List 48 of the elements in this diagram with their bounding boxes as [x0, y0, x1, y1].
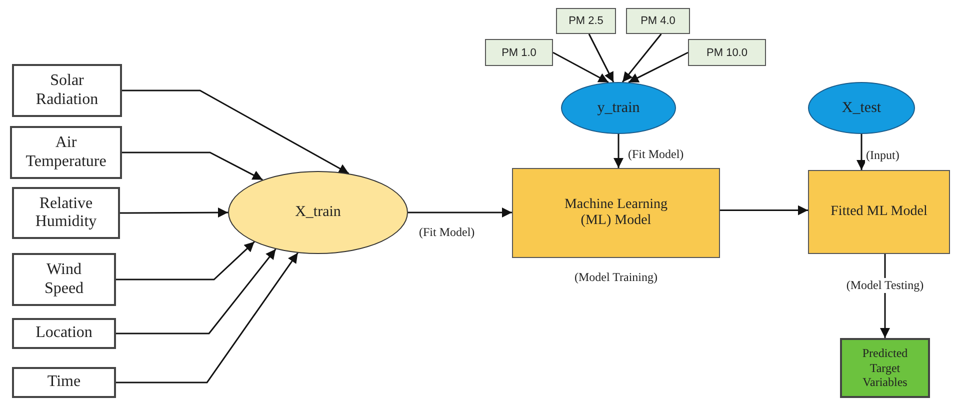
arrow	[622, 34, 662, 83]
arrow	[588, 34, 614, 82]
node-label: Time	[47, 373, 81, 392]
node-label: PM 4.0	[640, 15, 676, 27]
output-box	[840, 338, 930, 398]
arrow	[116, 248, 276, 334]
target-variable-box	[556, 8, 616, 34]
node-label: X_train	[295, 204, 341, 221]
caption-text: (Model Training)	[574, 270, 658, 285]
node-label: X_test	[842, 100, 882, 116]
input-variable-box	[12, 367, 116, 398]
input-variable-box	[12, 64, 122, 117]
node-label: Wind Speed	[43, 261, 85, 298]
arrow	[120, 208, 228, 218]
model-box	[808, 170, 950, 254]
input-variable-box	[10, 126, 122, 179]
node-label: Air Temperature	[26, 134, 106, 171]
node-label: Predicted Target Variables	[861, 346, 909, 390]
arrow	[122, 90, 350, 174]
node-label: Machine Learning (ML) Model	[563, 197, 668, 229]
target-variable-box	[485, 39, 553, 66]
arrow	[552, 52, 609, 84]
edge-label: (Fit Model)	[418, 225, 476, 240]
node-label: PM 1.0	[502, 46, 536, 58]
arrow	[408, 208, 512, 218]
input-variable-box	[12, 253, 116, 306]
node-label: Location	[36, 324, 92, 343]
arrow	[614, 134, 624, 168]
arrow	[856, 134, 866, 170]
edge-label: (Model Testing)	[845, 278, 925, 293]
arrow	[628, 52, 688, 84]
node-label: PM 10.0	[706, 46, 748, 58]
arrow	[116, 252, 298, 384]
node-label: Fitted ML Model	[830, 204, 928, 220]
target-variable-box	[688, 39, 766, 66]
target-variable-box	[626, 8, 690, 34]
node-label: y_train	[597, 100, 640, 116]
node-label: Solar Radiation	[34, 72, 100, 109]
edge-label: (Input)	[865, 148, 900, 163]
model-box	[512, 168, 720, 258]
input-variable-box	[12, 187, 120, 239]
node-label: Relative Humidity	[34, 194, 98, 232]
arrow	[122, 152, 263, 180]
edge-label: (Fit Model)	[627, 147, 685, 162]
arrow	[720, 205, 808, 216]
arrow	[116, 241, 255, 280]
node-label: PM 2.5	[568, 15, 604, 27]
input-variable-box	[12, 318, 116, 349]
